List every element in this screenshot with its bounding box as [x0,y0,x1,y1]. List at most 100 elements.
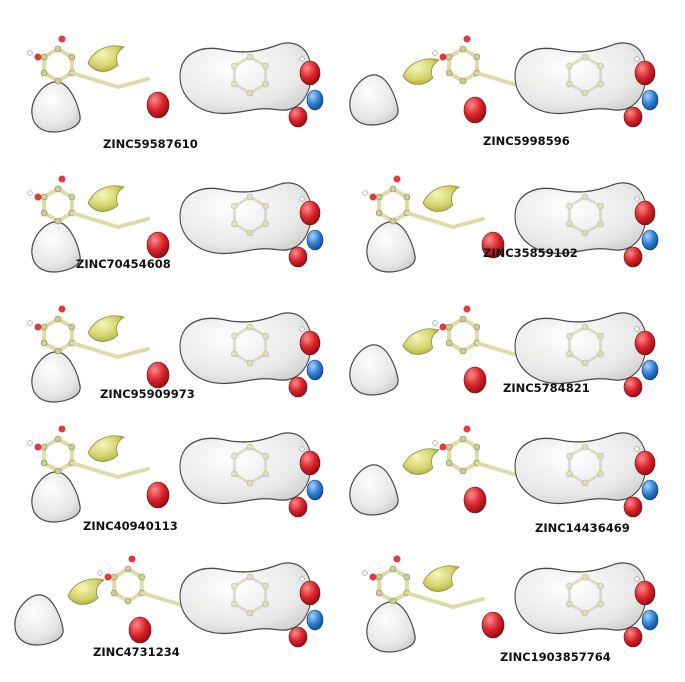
hbond-acceptor [463,486,487,514]
aromatic-feature [87,435,125,462]
atom [231,600,238,608]
hydrogen-atom [362,570,368,576]
hbond-acceptor [299,200,321,226]
ring-bond [377,187,409,223]
hbond-acceptor [146,361,170,389]
hbond-acceptor [634,450,656,476]
panel-p7 [27,425,324,523]
hydrophobic-surface-left [31,471,81,523]
hbond-donor [641,359,659,381]
atom [262,332,269,340]
atom [581,359,589,367]
hydrophobic-surface-left [31,351,81,403]
hbond-acceptor [463,96,487,124]
oxygen-atom [369,193,377,201]
atom [581,193,589,201]
ligand-bond [70,341,120,359]
hbond-acceptor [623,246,643,268]
hbond-donor [641,89,659,111]
oxygen-atom [463,425,471,433]
aromatic-feature [402,328,440,355]
oxygen-atom [128,555,136,563]
atom [566,332,573,340]
atom [597,202,604,210]
hydrogen-atom [634,56,640,62]
oxygen-atom [58,35,66,43]
hbond-acceptor [623,626,643,648]
hydrogen-atom [634,576,640,582]
atom [375,193,383,201]
atom [231,62,238,70]
ring-bond [42,187,74,223]
hbond-acceptor [146,481,170,509]
ligand-bond [116,467,150,479]
atom [231,350,238,358]
hydrophobic-surface-left [349,344,399,396]
oxygen-atom [58,425,66,433]
ligand-ring-inner [566,573,604,617]
atom [246,443,254,451]
atom [459,435,467,443]
aromatic-feature [422,185,460,212]
compound-label: ZINC5998596 [483,134,570,148]
atom [403,193,411,201]
ring-bond [447,47,479,83]
hydrophobic-surface-main [179,312,312,385]
hydrogen-atom [27,50,33,56]
atom [40,323,48,331]
ligand-bond [116,217,150,229]
hydrogen-atom [27,190,33,196]
hbond-donor [641,609,659,631]
atom [231,80,238,88]
compound-label: ZINC14436469 [535,521,630,535]
atom [54,45,62,53]
atom [445,69,453,77]
panel-p1 [27,35,324,133]
atom [262,452,269,460]
atom [566,220,573,228]
ligand-bond [405,591,455,609]
ligand-ring-inner [566,443,604,487]
hbond-donor [641,479,659,501]
hbond-acceptor [634,200,656,226]
aromatic-feature [87,45,125,72]
atom [231,452,238,460]
atom [110,573,118,581]
hbond-acceptor [634,330,656,356]
aromatic-feature [402,448,440,475]
atom [566,80,573,88]
ligand-ring-inner [231,53,269,97]
atom [597,332,604,340]
compound-label: ZINC1903857764 [500,650,611,664]
atom [566,350,573,358]
atom [246,323,254,331]
oxygen-atom [439,53,447,61]
atom [40,339,48,347]
oxygen-atom [58,305,66,313]
hydrophobic-surface-left [349,74,399,126]
hbond-acceptor [146,91,170,119]
atom [389,217,397,225]
atom [445,443,453,451]
atom [597,470,604,478]
panel-p8 [349,425,659,518]
atom [231,470,238,478]
hbond-acceptor [463,366,487,394]
atom [138,573,146,581]
oxygen-atom [369,573,377,581]
atom [40,53,48,61]
oxygen-atom [393,555,401,563]
hydrogen-atom [432,320,438,326]
ligand-ring-inner [231,443,269,487]
atom [231,202,238,210]
atom [581,609,589,617]
ring-bond [42,317,74,353]
atom [566,470,573,478]
atom [40,443,48,451]
atom [566,62,573,70]
hydrogen-atom [299,446,305,452]
ring-bond [377,567,409,603]
atom [445,459,453,467]
ligand-ring-inner [231,193,269,237]
panel-p9 [14,555,324,648]
